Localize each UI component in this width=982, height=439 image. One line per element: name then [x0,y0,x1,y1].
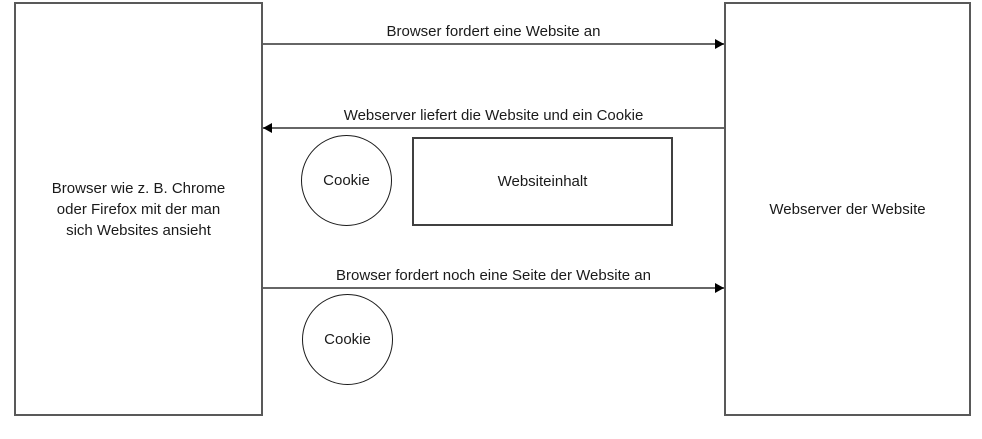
webserver-box: Webserver der Website [724,2,971,416]
browser-label-line-2: oder Firefox mit der man [56,200,221,218]
browser-box: Browser wie z. B. Chrome oder Firefox mi… [14,2,263,416]
browser-label-line-1: Browser wie z. B. Chrome [51,179,226,197]
browser-label-line-3: sich Websites ansieht [66,221,211,239]
arrow-request-website-label: Browser fordert eine Website an [386,23,601,40]
cookie-circle-response-label: Cookie [323,172,370,189]
arrow-request-another-page: Browser fordert noch eine Seite der Webs… [263,267,724,293]
arrowhead-right-icon [715,39,724,49]
cookie-circle-request-label: Cookie [324,331,371,348]
arrow-request-another-page-label: Browser fordert noch eine Seite der Webs… [336,267,651,284]
website-content-label: Websiteinhalt [497,173,588,190]
arrow-deliver-website: Webserver liefert die Website und ein Co… [263,107,724,133]
browser-box-label: Browser wie z. B. Chrome oder Firefox mi… [52,178,225,241]
arrow-deliver-website-label: Webserver liefert die Website und ein Co… [343,107,644,124]
arrowhead-right-icon [715,283,724,293]
webserver-box-label: Webserver der Website [769,200,926,218]
website-content-box: Websiteinhalt [412,137,673,226]
cookie-circle-response: Cookie [301,135,392,226]
arrow-request-website: Browser fordert eine Website an [263,23,724,49]
cookie-circle-request: Cookie [302,294,393,385]
arrowhead-left-icon [263,123,272,133]
